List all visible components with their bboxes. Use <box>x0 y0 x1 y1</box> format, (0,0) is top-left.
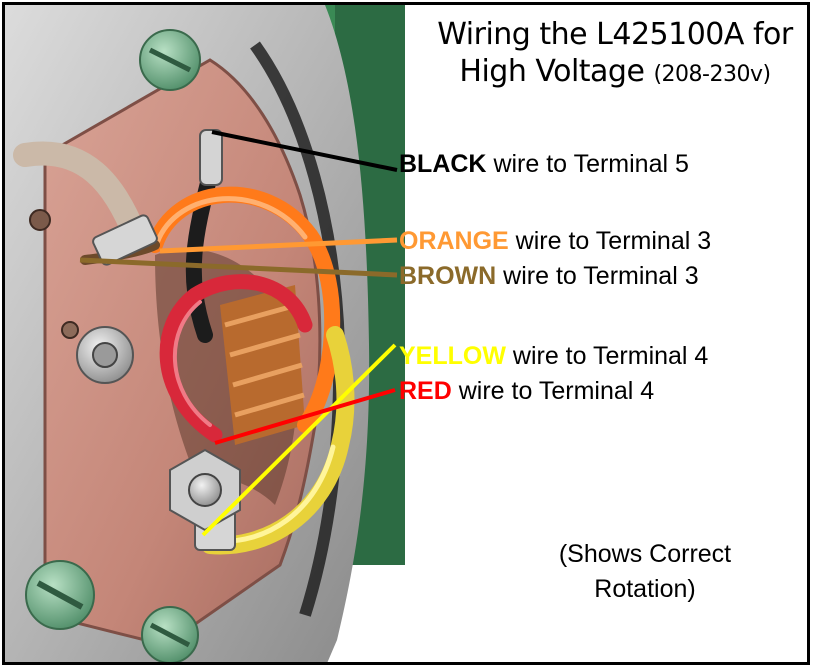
label-black: BLACK wire to Terminal 5 <box>399 150 689 179</box>
screw-left-terminal <box>76 326 134 384</box>
diagram-title: Wiring the L425100A for High Voltage (20… <box>425 17 805 89</box>
label-brown-word: BROWN <box>399 262 497 290</box>
label-yellow-word: YELLOW <box>399 342 506 370</box>
label-black-text: wire to Terminal 5 <box>486 150 689 178</box>
label-yellow: YELLOW wire to Terminal 4 <box>399 342 708 371</box>
yellow-wire <box>201 326 355 555</box>
label-yellow-text: wire to Terminal 4 <box>505 342 709 370</box>
label-brown-text: wire to Terminal 3 <box>496 262 699 290</box>
title-voltage: High Voltage <box>459 54 654 89</box>
tan-wire <box>13 141 147 247</box>
label-orange-word: ORANGE <box>399 227 509 255</box>
red-wire <box>159 274 313 443</box>
screw-small-mid <box>61 321 79 339</box>
leader-yellow <box>201 343 397 537</box>
label-orange: ORANGE wire to Terminal 3 <box>399 227 711 256</box>
copper-windings <box>220 285 305 445</box>
leader-lines <box>79 130 398 537</box>
label-black-word: BLACK <box>399 150 487 178</box>
title-line-1: Wiring the L425100A for <box>437 17 793 52</box>
motor-terminal-photo <box>5 5 405 662</box>
screw-bottom-left-green <box>25 560 95 630</box>
label-red-text: wire to Terminal 4 <box>451 377 655 405</box>
title-voltage-range: (208-230v) <box>653 62 771 87</box>
label-brown: BROWN wire to Terminal 3 <box>399 262 699 291</box>
title-line-2: High Voltage (208-230v) <box>425 54 805 89</box>
label-red-word: RED <box>399 377 452 405</box>
screw-bottom-green <box>141 606 199 662</box>
rotation-note: (Shows Correct Rotation) <box>525 540 765 604</box>
diagram-frame: Wiring the L425100A for High Voltage (20… <box>2 2 810 665</box>
terminal-3-lug <box>92 214 158 266</box>
screw-terminal-4 <box>169 448 241 532</box>
leader-orange <box>159 237 398 254</box>
terminal-5-lug <box>199 129 223 186</box>
screw-top-green <box>139 29 201 91</box>
red-wire-highlight <box>172 300 212 427</box>
leader-brown <box>79 257 398 278</box>
label-orange-text: wire to Terminal 3 <box>508 227 712 255</box>
orange-wire-highlight <box>154 196 308 246</box>
screw-small-left <box>29 209 51 231</box>
leader-black <box>211 130 398 172</box>
rotation-note-line-1: (Shows Correct <box>558 540 732 568</box>
leader-red <box>214 388 396 445</box>
label-red: RED wire to Terminal 4 <box>399 377 654 406</box>
rotation-note-line-2: Rotation) <box>594 575 696 603</box>
